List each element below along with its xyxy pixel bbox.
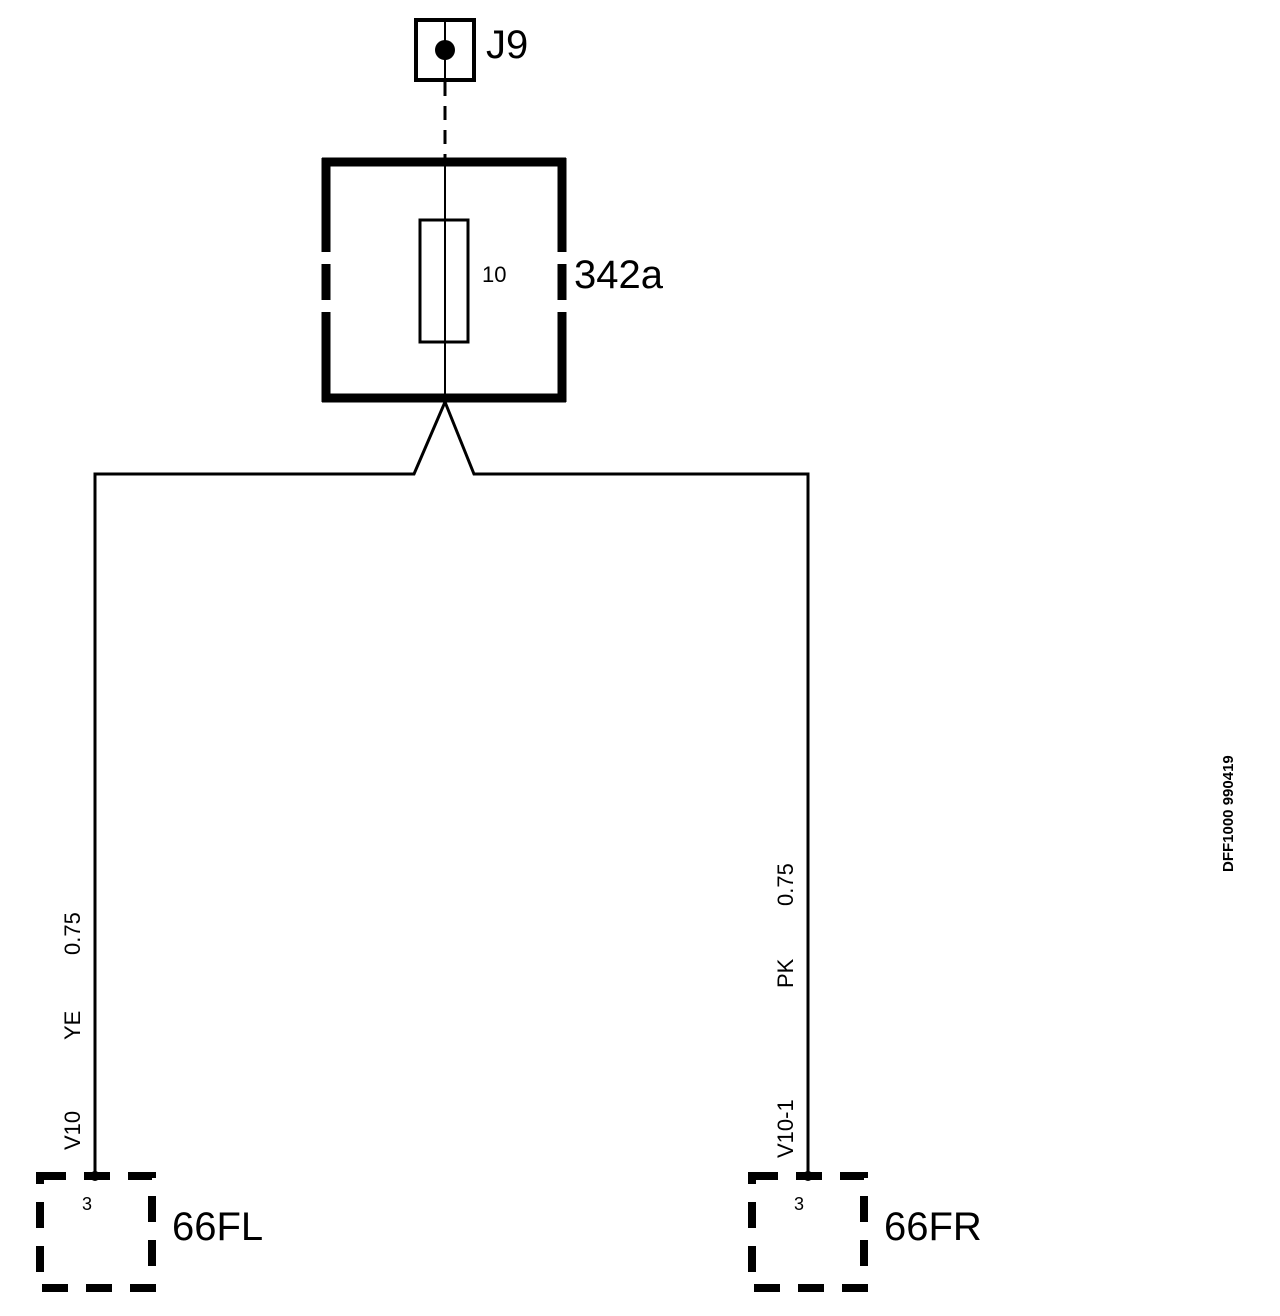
wire-left-color: YE <box>60 1011 85 1040</box>
component-right-label: 66FR <box>884 1205 982 1249</box>
wire-left-circuit: V10 <box>60 1111 85 1150</box>
fuse-box-label: 342a <box>574 253 664 297</box>
component-left-pin: 3 <box>82 1194 92 1214</box>
component-66fl <box>36 1171 156 1292</box>
wire-right-circuit: V10-1 <box>773 1099 798 1158</box>
component-66fr <box>748 1171 868 1292</box>
wire-left-labels: V10 YE 0.75 <box>60 912 85 1150</box>
wire-right-color: PK <box>773 958 798 988</box>
wire-right-size: 0.75 <box>773 863 798 906</box>
component-left-label: 66FL <box>172 1205 263 1249</box>
wire-left-size: 0.75 <box>60 912 85 955</box>
drawing-reference: DFF1000 990419 <box>1220 755 1237 872</box>
connector-j9-label: J9 <box>486 23 528 67</box>
component-right-pin: 3 <box>794 1194 804 1214</box>
fuse-rating: 10 <box>482 262 506 287</box>
wire-right-labels: V10-1 PK 0.75 <box>773 863 798 1158</box>
connector-j9 <box>414 18 476 82</box>
branch-wire <box>93 398 810 1172</box>
